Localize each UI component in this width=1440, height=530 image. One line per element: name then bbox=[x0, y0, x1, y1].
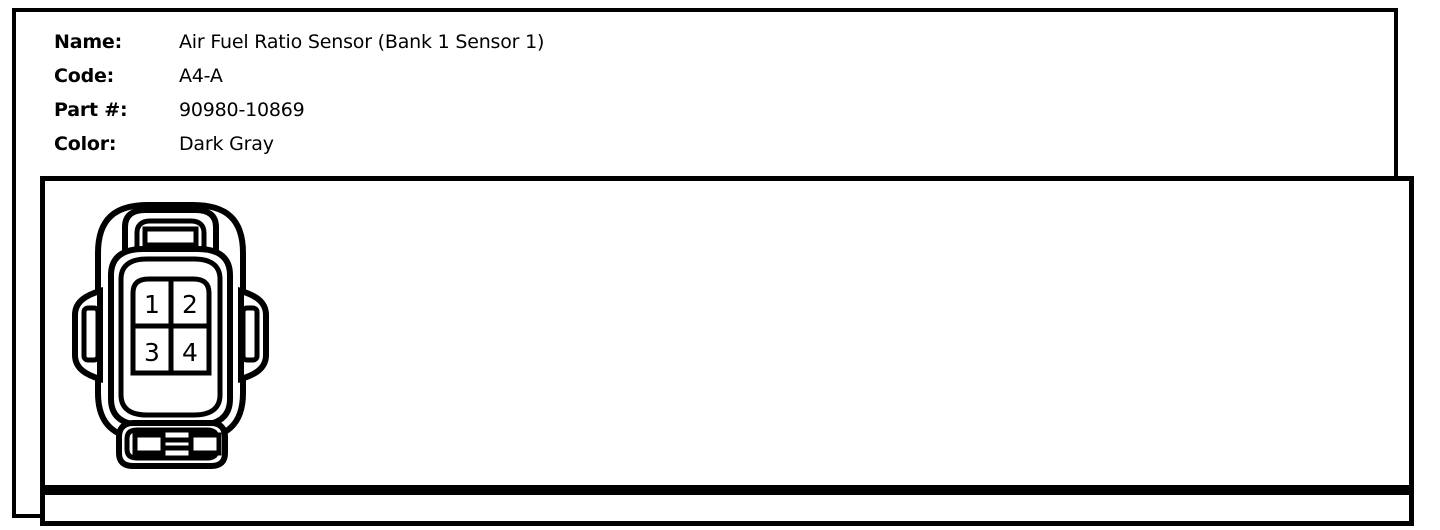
info-value-code: A4-A bbox=[179, 65, 223, 87]
bottom-tab-window-right bbox=[188, 432, 222, 456]
connector-illustration: 1 2 3 4 bbox=[72, 202, 269, 469]
side-latch-left-slot bbox=[81, 305, 101, 363]
info-label-color: Color: bbox=[54, 133, 117, 155]
connector-outer-shell bbox=[95, 202, 246, 442]
locking-tab-slot bbox=[142, 226, 199, 248]
bottom-tab-window-left bbox=[132, 432, 166, 456]
pin-number-3: 3 bbox=[144, 338, 160, 367]
bottom-tab-window-center bbox=[160, 437, 194, 451]
info-value-part-number: 90980-10869 bbox=[179, 99, 305, 121]
info-row-color: Color: Dark Gray bbox=[54, 133, 954, 167]
info-label-code: Code: bbox=[54, 65, 115, 87]
pin-number-2: 2 bbox=[182, 290, 198, 319]
info-value-color: Dark Gray bbox=[179, 133, 274, 155]
connector-diagram: 1 2 3 4 bbox=[53, 183, 303, 483]
info-label-part-number: Part #: bbox=[54, 99, 128, 121]
info-value-name: Air Fuel Ratio Sensor (Bank 1 Sensor 1) bbox=[179, 31, 545, 53]
diagram-panel: 1 2 3 4 bbox=[40, 176, 1414, 490]
pin-number-4: 4 bbox=[182, 338, 198, 367]
side-latch-right-slot bbox=[240, 305, 260, 363]
outer-frame: Name: Air Fuel Ratio Sensor (Bank 1 Sens… bbox=[12, 8, 1414, 526]
info-row-name: Name: Air Fuel Ratio Sensor (Bank 1 Sens… bbox=[54, 31, 954, 65]
footer-strip bbox=[40, 490, 1414, 526]
info-block: Name: Air Fuel Ratio Sensor (Bank 1 Sens… bbox=[54, 31, 954, 167]
info-label-name: Name: bbox=[54, 31, 123, 53]
info-row-code: Code: A4-A bbox=[54, 65, 954, 99]
info-row-part-number: Part #: 90980-10869 bbox=[54, 99, 954, 133]
pin-number-1: 1 bbox=[144, 290, 160, 319]
